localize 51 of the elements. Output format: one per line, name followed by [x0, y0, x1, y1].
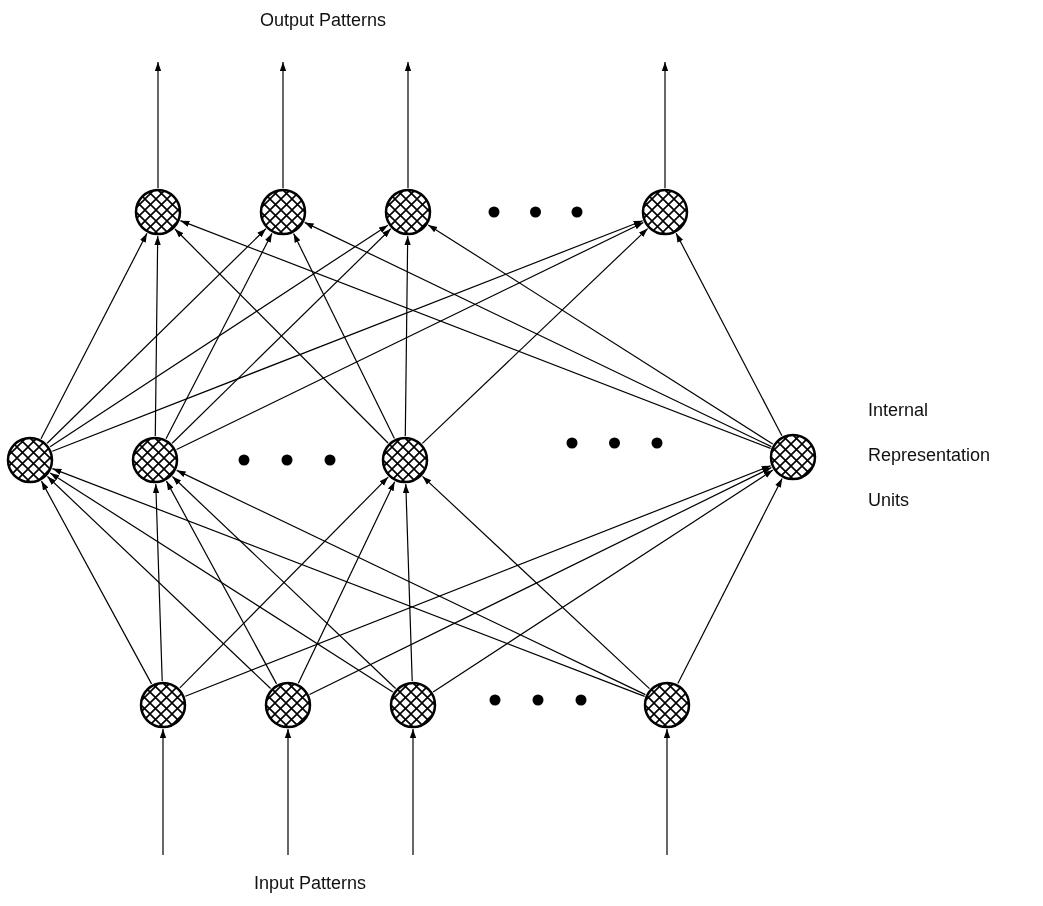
arrow [427, 224, 774, 445]
neuron-circle [131, 436, 179, 484]
neuron-circle [139, 681, 187, 729]
arrow [51, 468, 646, 697]
arrow [284, 728, 292, 856]
arrow [165, 480, 278, 685]
arrow [402, 483, 413, 682]
neuron-circle [643, 681, 691, 729]
arrow [49, 472, 394, 693]
arrow [404, 61, 412, 189]
arrow [308, 466, 773, 695]
arrow [176, 469, 646, 696]
arrow [176, 221, 644, 451]
arrow [304, 221, 772, 448]
neuron-circle [381, 436, 429, 484]
arrow [154, 61, 162, 189]
layer-title: Output Patterns [258, 10, 388, 31]
arrow [49, 224, 389, 448]
arrow [293, 232, 395, 440]
arrow [279, 61, 287, 189]
arrow [179, 220, 772, 449]
neuron-circle [259, 188, 307, 236]
arrow [432, 469, 774, 693]
arrow [165, 232, 273, 440]
layer-label: Input Patterns [252, 872, 368, 894]
arrow [421, 227, 649, 445]
arrow [297, 481, 396, 684]
arrow [409, 728, 417, 856]
arrow [675, 232, 783, 437]
arrow [421, 475, 651, 690]
neuron-circle [384, 188, 432, 236]
neuron-circle [134, 188, 182, 236]
neuron-circle [6, 436, 54, 484]
neuron-circle [264, 681, 312, 729]
arrow [40, 480, 153, 685]
arrow [152, 483, 163, 682]
arrow [677, 477, 783, 685]
arrow [661, 61, 669, 189]
neuron-circle [769, 433, 817, 481]
arrow [40, 232, 148, 440]
arrow [404, 235, 411, 437]
arrow [159, 728, 167, 856]
arrow [154, 235, 161, 437]
arrow [184, 465, 772, 697]
arrow [46, 228, 267, 444]
arrow [46, 475, 272, 690]
arrow [51, 220, 644, 452]
arrow [663, 728, 671, 856]
neuron-circle [389, 681, 437, 729]
layer-label: Internal Representation Units [868, 399, 992, 512]
neuron-circle [641, 188, 689, 236]
